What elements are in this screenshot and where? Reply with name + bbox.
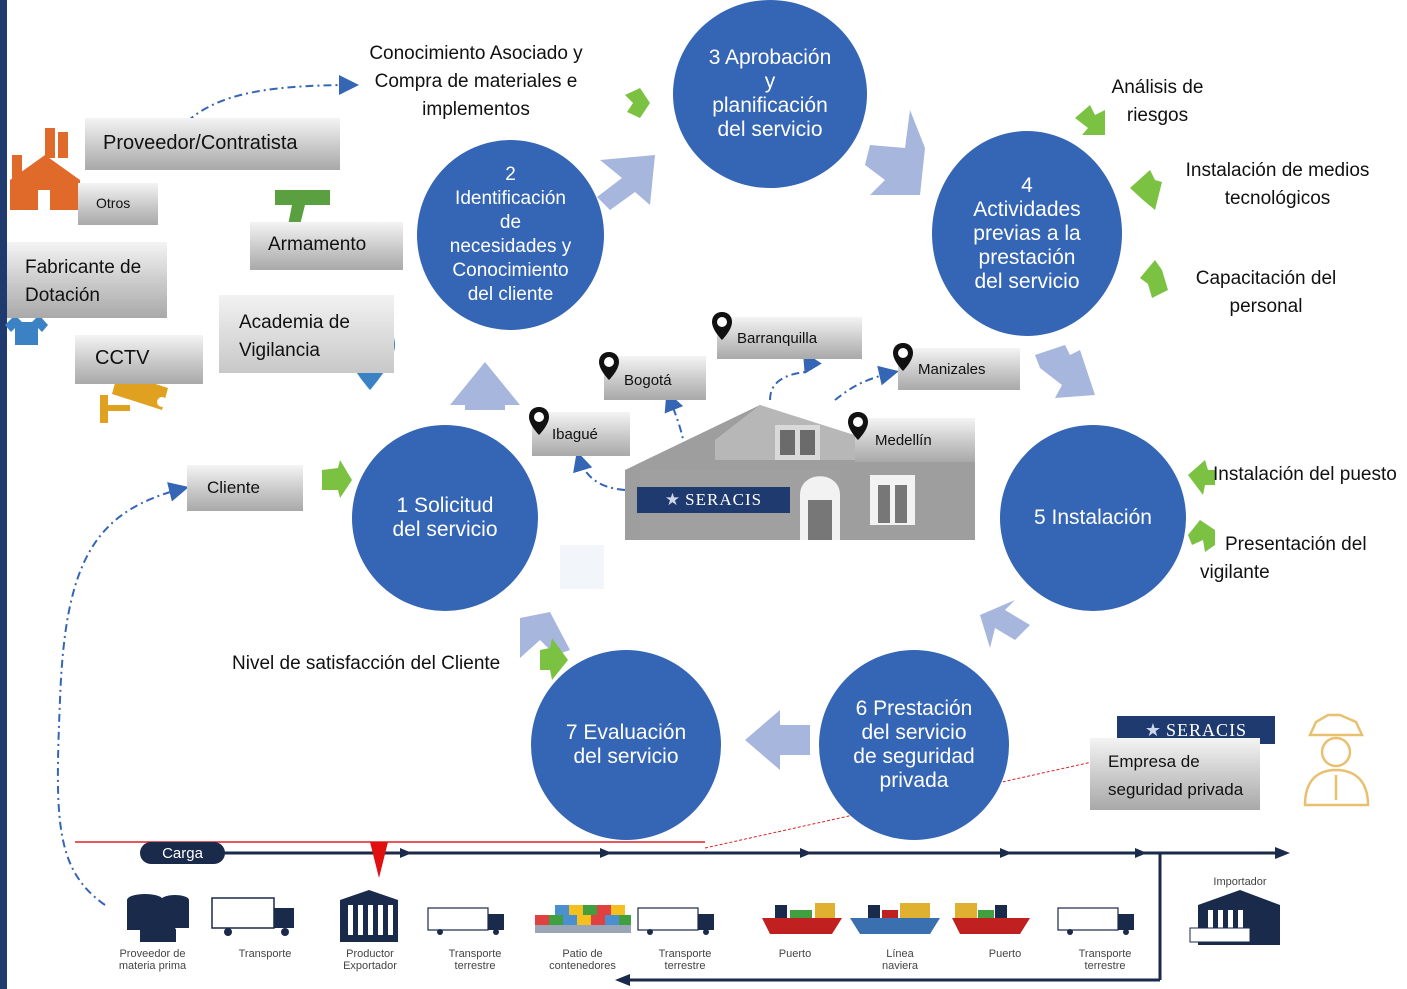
truck-icon — [1057, 907, 1134, 935]
green-arrows — [322, 88, 1215, 680]
step-3-aprobacion: 3 Aprobación y planificación del servici… — [673, 0, 867, 188]
map-pin-icon — [893, 343, 913, 371]
box-empresa-seguridad: Empresa de seguridad privada — [1090, 738, 1260, 810]
stage-label: Productor Exportador — [343, 948, 397, 972]
step-5-instalacion: 5 Instalación — [1000, 425, 1186, 611]
containers-icon — [535, 905, 631, 933]
box-otros: Otros — [78, 183, 158, 225]
flow-arrow-1-2 — [450, 362, 520, 410]
stage-label: Línea naviera — [881, 948, 919, 972]
box-proveedor: Proveedor/Contratista — [85, 118, 340, 170]
stage-label: Puerto — [778, 948, 812, 960]
gun-icon — [275, 190, 330, 225]
stage-label: Puerto — [988, 948, 1022, 960]
star-icon: ★ — [1144, 719, 1163, 740]
city-medellin: Medellín — [855, 418, 975, 462]
flow-arrow-2-3 — [597, 155, 655, 210]
flow-arrow-4-5 — [1035, 345, 1095, 398]
text-medios: Instalación de medios tecnológicos — [1185, 160, 1370, 209]
text-instalacion-puesto: Instalación del puesto — [1213, 464, 1397, 485]
box-fabricante: Fabricante de Dotación — [7, 242, 167, 318]
map-pin-icon — [529, 407, 549, 435]
city-barranquilla: Barranquilla — [717, 317, 862, 359]
text-presentacion: Presentación del vigilante — [1200, 534, 1367, 583]
map-pin-icon — [599, 352, 619, 380]
ship-icon — [952, 903, 1030, 934]
stage-label: Transporte terrestre — [1078, 948, 1132, 972]
step-7-evaluacion: 7 Evaluación del servicio — [531, 650, 721, 840]
step-6-prestacion: 6 Prestación del servicio de seguridad p… — [819, 650, 1009, 840]
seracis-logo-house: ★SERACIS — [637, 487, 790, 513]
supply-chain-icons — [127, 890, 1280, 945]
map-pin-icon — [848, 412, 868, 440]
green-arrow — [625, 88, 650, 118]
label-importador: Importador — [1213, 876, 1267, 888]
star-icon: ★ — [664, 490, 682, 509]
left-accent-bar — [0, 0, 7, 989]
city-bogota: Bogotá — [604, 356, 706, 400]
stage-label: Transporte terrestre — [658, 948, 712, 972]
step-4-actividades: 4 Actividades previas a la prestación de… — [932, 131, 1122, 336]
carga-badge: Carga — [140, 842, 225, 864]
green-arrow — [1188, 460, 1215, 495]
city-manizales: Manizales — [898, 348, 1020, 390]
box-armamento: Armamento — [250, 222, 403, 270]
shirt-icon — [5, 315, 48, 345]
flow-arrow-3-4 — [865, 110, 925, 195]
factory-building-icon — [340, 890, 398, 942]
placeholder-square — [560, 545, 604, 589]
truck-icon — [427, 907, 504, 935]
box-cctv: CCTV — [75, 335, 203, 384]
truck-icon — [211, 897, 294, 936]
importer-warehouse-icon — [1189, 890, 1280, 945]
flow-arrow-5-6 — [980, 600, 1030, 648]
text-conocimiento: Conocimiento Asociado y Compra de materi… — [369, 43, 583, 120]
stage-label: Transporte terrestre — [448, 948, 502, 972]
green-arrow — [1075, 105, 1105, 135]
green-arrow — [1188, 520, 1215, 552]
ship-icon — [762, 903, 842, 934]
ship-icon — [850, 903, 940, 934]
green-arrow — [1130, 170, 1162, 210]
text-analisis: Análisis de riesgos — [1111, 77, 1204, 126]
green-arrow — [540, 638, 568, 680]
flow-arrow-6-7 — [745, 710, 810, 770]
text-capacitacion: Capacitación del personal — [1195, 268, 1337, 317]
green-arrow — [1140, 260, 1168, 298]
flow-arrows — [450, 110, 1095, 770]
factory-icon — [10, 128, 80, 210]
stage-label: Proveedor de materia prima — [118, 948, 187, 972]
green-arrow — [322, 460, 352, 498]
raw-material-barrels-icon — [127, 894, 189, 942]
box-cliente: Cliente — [187, 465, 303, 511]
box-academia: Academia de Vigilancia — [219, 295, 394, 373]
stage-label: Transporte — [238, 948, 292, 960]
stage-label: Patio de contenedores — [549, 948, 616, 972]
truck-icon — [637, 907, 714, 935]
step-2-identificacion: 2 Identificación de necesidades y Conoci… — [417, 140, 604, 330]
map-pin-icon — [712, 312, 732, 340]
step-1-solicitud: 1 Solicitud del servicio — [352, 425, 538, 611]
text-satisfaccion: Nivel de satisfacción del Cliente — [232, 653, 501, 674]
security-guard-icon — [1303, 713, 1370, 807]
city-ibague: Ibagué — [532, 412, 630, 456]
